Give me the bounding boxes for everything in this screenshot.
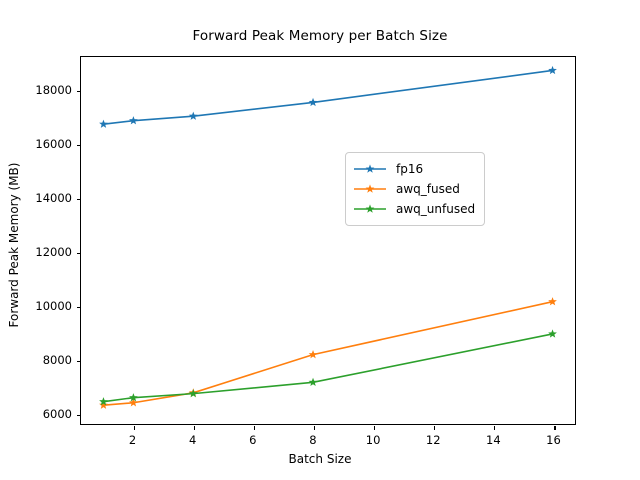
legend-swatch-fp16 [354, 164, 386, 173]
x-tick-label: 14 [486, 433, 501, 447]
series-awq_fused [99, 297, 557, 409]
x-tick-label: 2 [128, 433, 137, 447]
legend-label: fp16 [396, 162, 424, 176]
x-tick-mark [374, 426, 376, 430]
data-point-marker [308, 377, 318, 387]
chart-title: Forward Peak Memory per Batch Size [192, 28, 448, 44]
y-tick-label: 14000 [35, 190, 72, 205]
y-tick-mark [77, 144, 81, 146]
data-point-marker [308, 97, 318, 107]
x-axis: 2 4 6 8 10 12 14 16 [80, 425, 576, 449]
series-line [102, 69, 554, 126]
legend: fp16 awq_fused awq_unfused [345, 152, 486, 226]
x-tick-mark [434, 426, 436, 430]
y-tick-mark [77, 415, 81, 417]
data-point-marker [129, 398, 138, 407]
x-tick-label: 10 [365, 433, 381, 447]
data-point-marker [548, 297, 557, 306]
y-tick-mark [77, 361, 81, 363]
x-tick-mark [313, 426, 316, 430]
x-tick-mark [554, 426, 556, 430]
legend-item[interactable]: awq_fused [353, 179, 475, 199]
y-tick-mark [77, 307, 81, 309]
y-tick-label: 10000 [35, 299, 72, 314]
legend-label: awq_fused [396, 182, 460, 196]
x-tick-mark [193, 426, 195, 430]
x-tick-label: 16 [546, 433, 561, 447]
legend-swatch-awq-fused [354, 184, 386, 193]
legend-item[interactable]: awq_unfused [353, 199, 475, 219]
series-awq_unfused [99, 329, 557, 406]
y-tick-layer [77, 57, 575, 424]
data-point-marker [129, 116, 138, 125]
plot-area [77, 56, 576, 430]
data-point-marker [99, 119, 108, 128]
data-point-marker [188, 389, 198, 398]
y-tick-label: 12000 [35, 244, 72, 259]
series-canvas [99, 65, 557, 409]
data-point-marker [99, 397, 108, 406]
y-tick-label: 18000 [35, 82, 72, 97]
x-tick-mark [133, 426, 135, 430]
series-line [102, 333, 554, 403]
x-tick-layer [81, 57, 575, 430]
x-tick-label: 12 [425, 433, 441, 447]
y-tick-mark [77, 90, 81, 92]
data-point-marker [99, 400, 108, 409]
y-tick-mark [77, 198, 81, 201]
series-line [102, 300, 554, 406]
x-tick-label: 6 [249, 433, 257, 447]
data-point-marker [308, 350, 318, 359]
y-tick-label: 6000 [42, 407, 72, 422]
legend-swatch-awq-unfused [354, 204, 386, 213]
y-tick-mark [77, 252, 81, 255]
x-tick-label: 8 [309, 433, 317, 447]
x-tick-mark [253, 426, 255, 430]
x-tick-label: 4 [189, 433, 197, 447]
data-point-marker [188, 111, 198, 120]
data-point-marker [129, 393, 138, 402]
x-tick-mark [494, 426, 496, 430]
series-fp16 [99, 65, 557, 128]
data-point-marker [548, 329, 557, 338]
x-axis-label: Batch Size [288, 452, 352, 466]
legend-label: awq_unfused [396, 202, 476, 216]
y-tick-label: 8000 [42, 353, 72, 368]
data-point-marker [548, 65, 557, 75]
legend-item[interactable]: fp16 [353, 159, 475, 179]
y-tick-label: 16000 [35, 136, 72, 151]
